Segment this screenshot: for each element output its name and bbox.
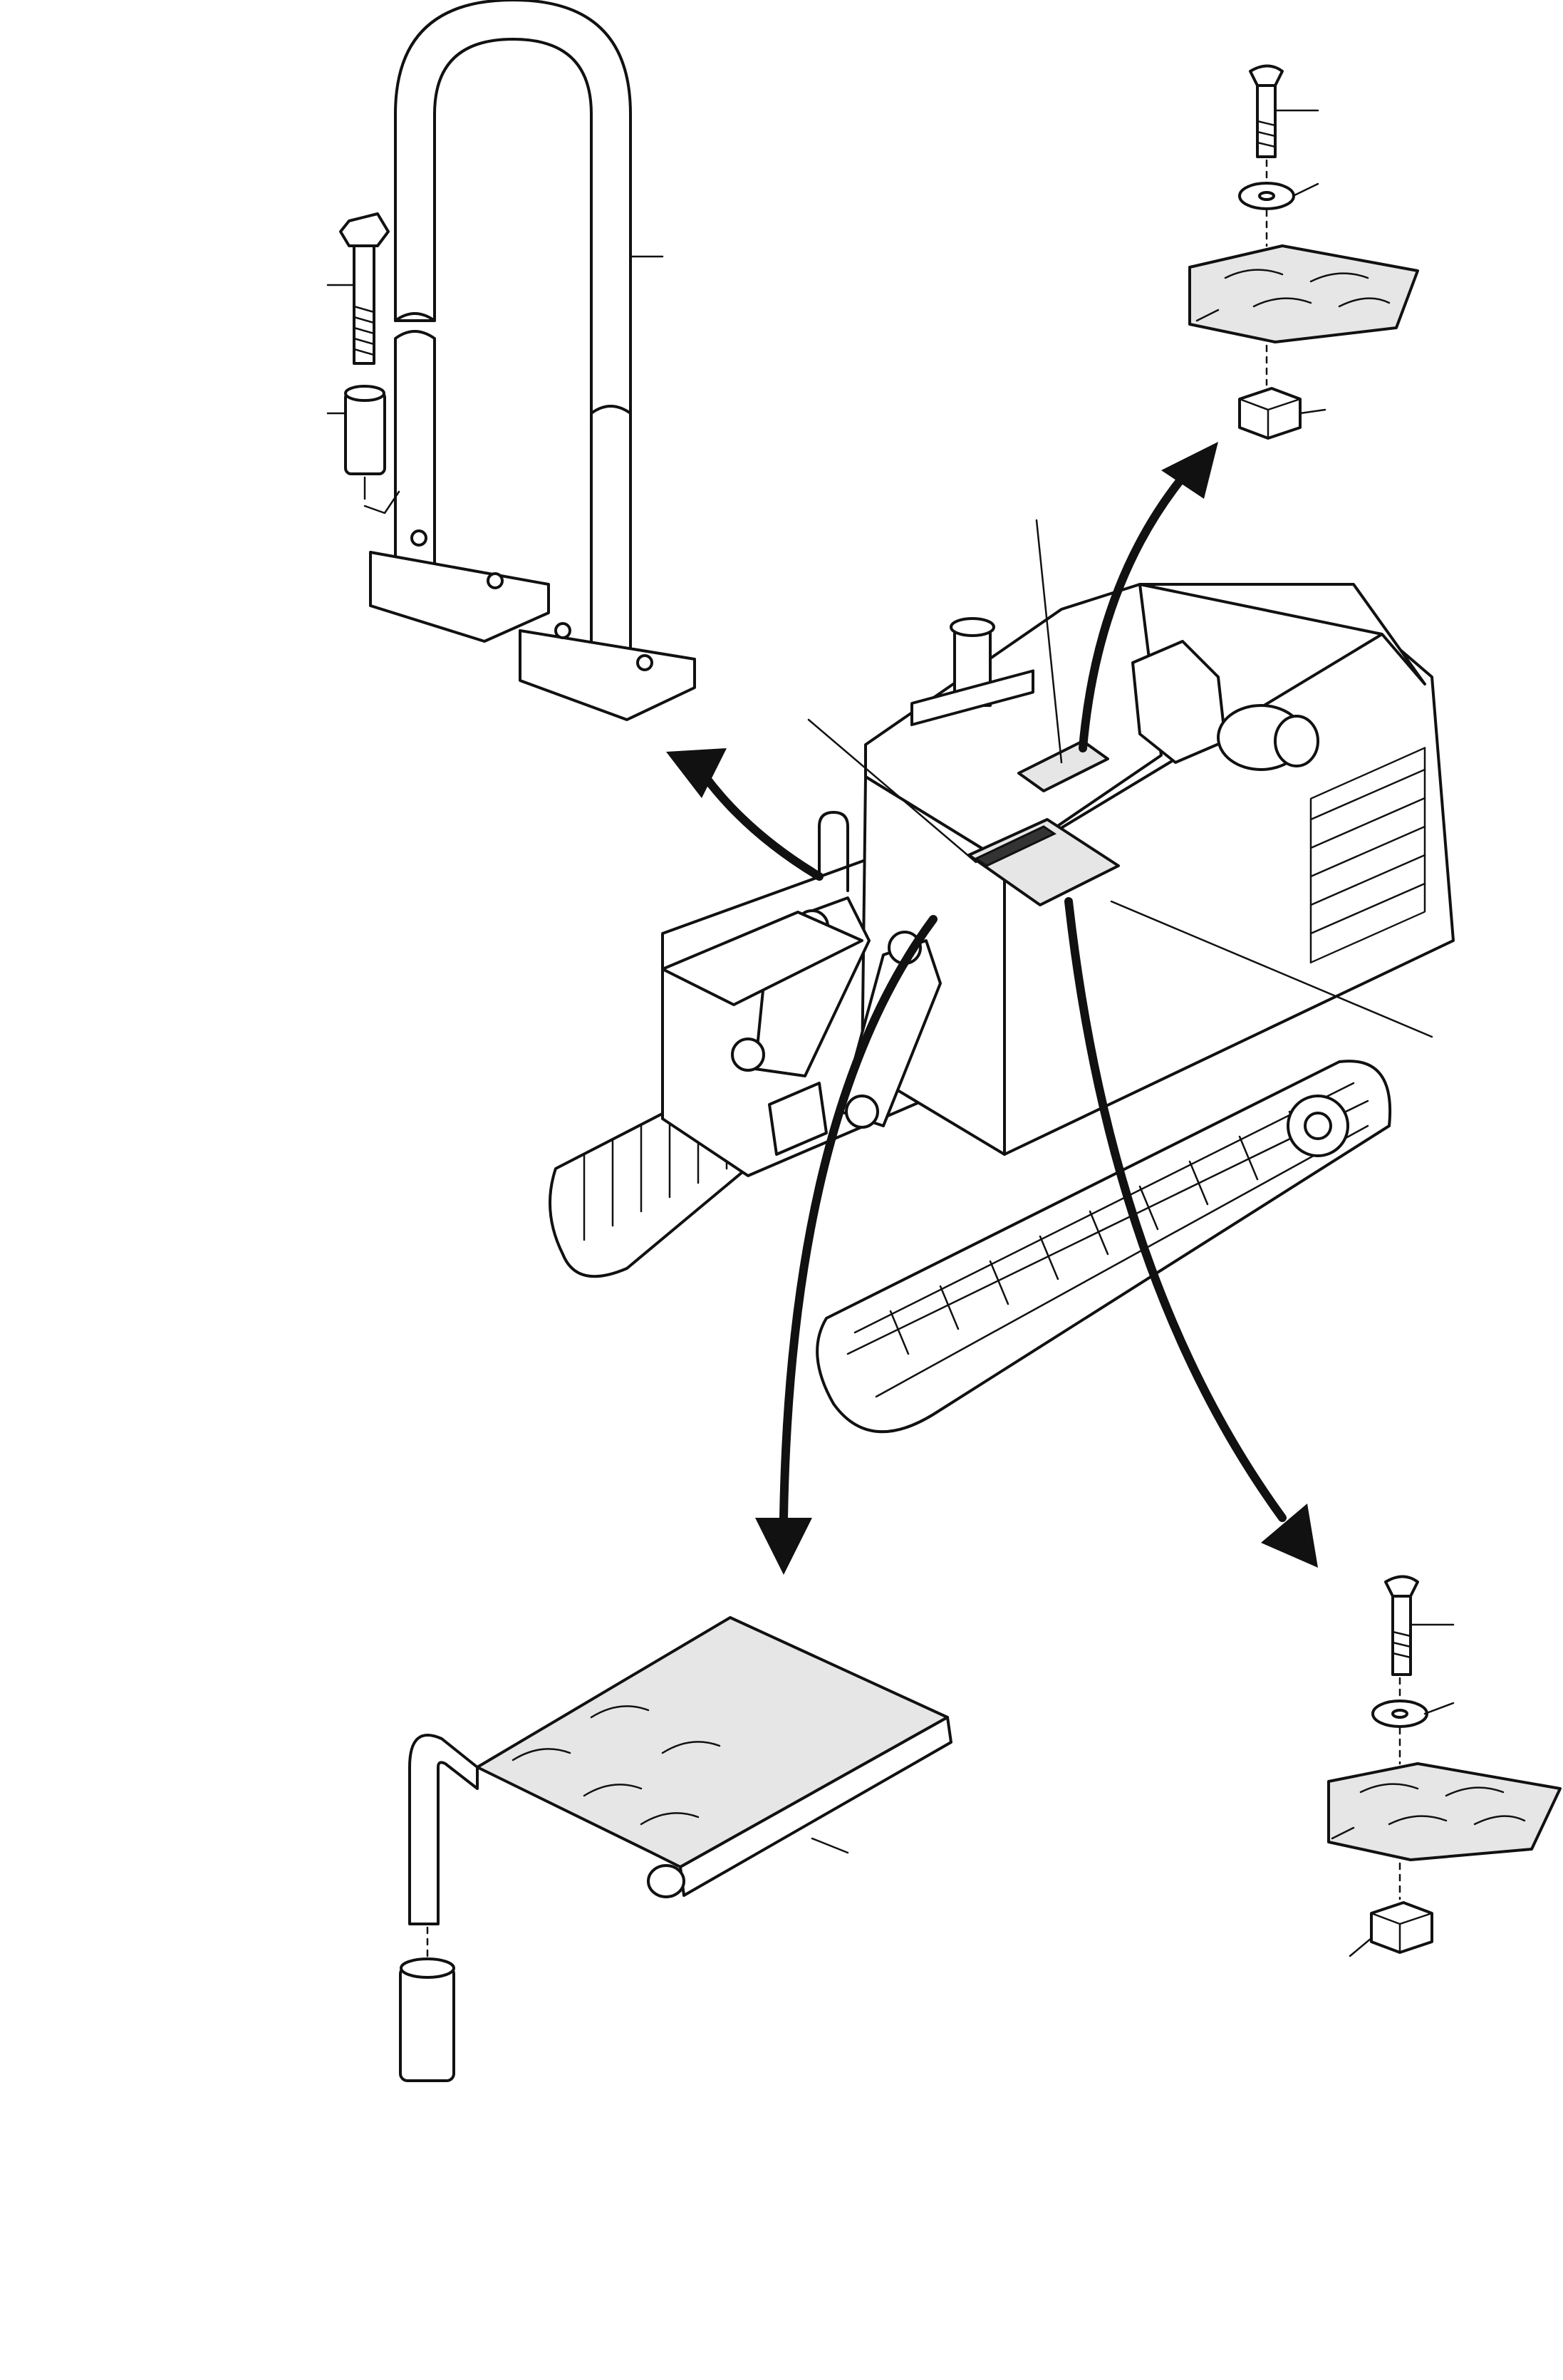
callout-arrows bbox=[666, 442, 1318, 1575]
arrow-to-handrail bbox=[701, 772, 824, 881]
bolt-icon bbox=[339, 212, 390, 247]
handrail-tube-upper bbox=[394, 0, 632, 429]
tracked-machine bbox=[549, 519, 1455, 1434]
step-plate bbox=[476, 1616, 949, 1868]
spacer-icon bbox=[344, 390, 386, 475]
step-plate-with-handle bbox=[399, 1616, 952, 2082]
step-bolt-assembly-top bbox=[1188, 64, 1419, 440]
bushing-icon bbox=[399, 1965, 455, 2082]
step-pad-side bbox=[967, 818, 1120, 906]
step-bolt-assembly-right bbox=[1327, 1575, 1562, 1957]
engine-compartment bbox=[1003, 633, 1455, 1156]
handrail-leg-left bbox=[394, 330, 436, 589]
handrail-base-right bbox=[519, 629, 696, 721]
handrail-leg-right bbox=[590, 405, 632, 661]
handrail-assembly bbox=[326, 0, 696, 721]
arrow-to-step-plate bbox=[779, 915, 938, 1522]
handrail-mounted bbox=[818, 811, 849, 892]
step-handle bbox=[408, 1734, 479, 1925]
arrow-to-top-step bbox=[1079, 473, 1187, 752]
handrail-base-left bbox=[369, 551, 550, 643]
step-pad-hood bbox=[1017, 740, 1109, 792]
arrow-to-right-step bbox=[1064, 897, 1287, 1522]
